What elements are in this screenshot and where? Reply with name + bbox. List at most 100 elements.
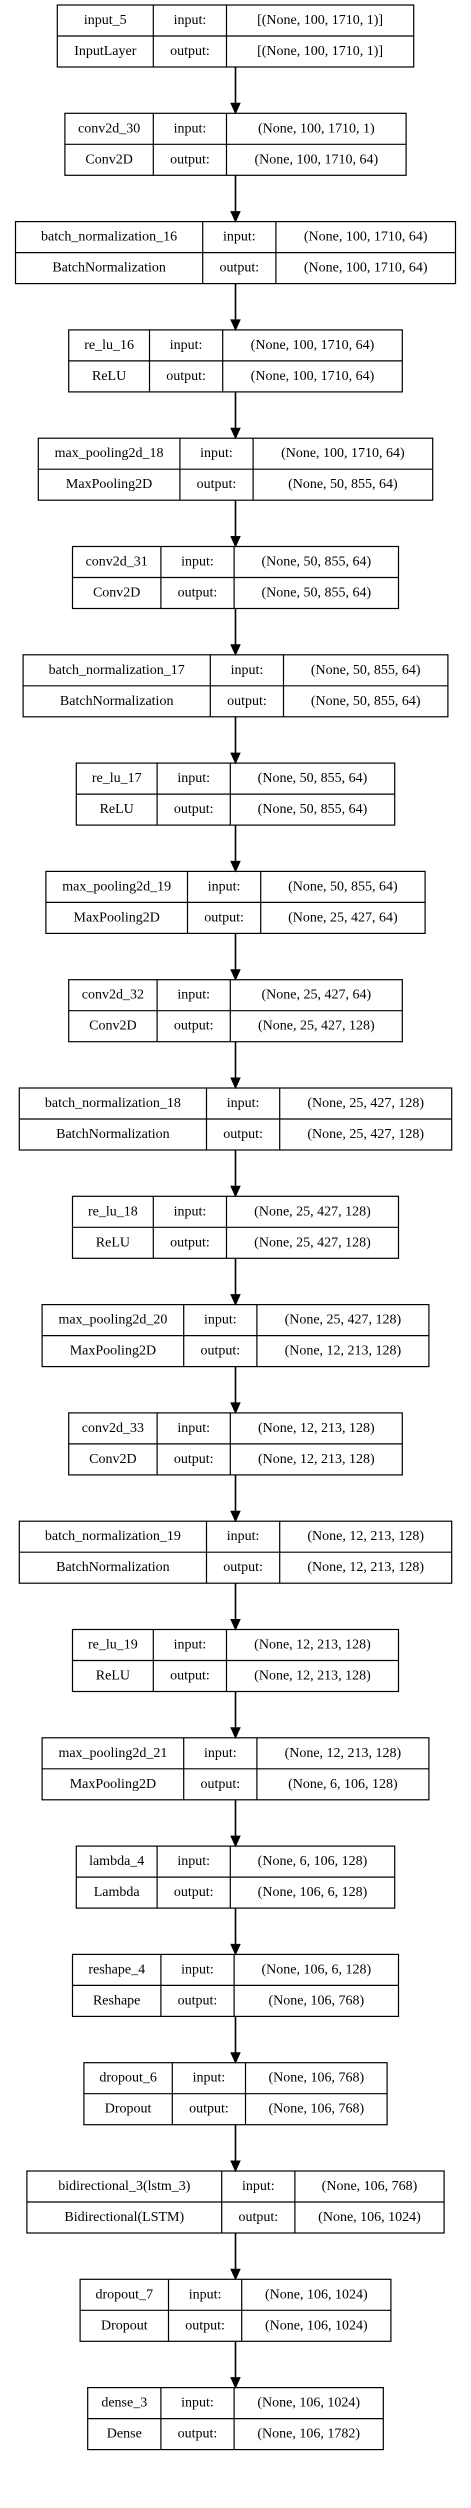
input-label: input:	[181, 1962, 214, 1977]
input-shape: (None, 6, 106, 128)	[258, 1854, 368, 1869]
layer-type: Bidirectional(LSTM)	[64, 2210, 184, 2225]
input-shape: (None, 25, 427, 128)	[285, 1313, 402, 1328]
arrowhead-icon	[230, 1619, 241, 1631]
output-label: output:	[174, 1019, 214, 1034]
layer-name: batch_normalization_17	[49, 663, 185, 678]
input-shape: (None, 50, 855, 64)	[288, 879, 398, 894]
arrowhead-icon	[230, 860, 241, 873]
input-shape: (None, 25, 427, 128)	[254, 1204, 371, 1219]
edge-arrow	[230, 1150, 241, 1198]
layer-type: ReLU	[96, 1235, 130, 1250]
output-shape: (None, 25, 427, 64)	[288, 910, 398, 925]
output-shape: (None, 12, 213, 128)	[258, 1452, 375, 1467]
layer-name: max_pooling2d_19	[62, 879, 171, 894]
arrowhead-icon	[230, 1077, 241, 1090]
input-label: input:	[189, 2287, 222, 2302]
input-label: input:	[181, 555, 214, 570]
output-shape: (None, 25, 427, 128)	[258, 1019, 375, 1034]
input-label: input:	[227, 1096, 260, 1111]
arrowhead-icon	[230, 2268, 241, 2281]
layer-name: batch_normalization_19	[45, 1529, 181, 1544]
arrowhead-icon	[230, 752, 241, 765]
edge-arrow	[230, 1583, 241, 1631]
edge-arrow	[230, 825, 241, 873]
layer-type: BatchNormalization	[60, 694, 174, 709]
input-label: input:	[174, 1638, 207, 1653]
output-shape: (None, 12, 213, 128)	[307, 1560, 424, 1575]
layer-node: batch_normalization_16BatchNormalization…	[14, 221, 457, 285]
edge-arrow	[230, 391, 241, 440]
input-label: input:	[227, 1529, 260, 1544]
input-shape: (None, 50, 855, 64)	[261, 555, 371, 570]
input-label: input:	[174, 121, 207, 136]
edge-arrow	[230, 1691, 241, 1740]
layer-name: conv2d_30	[78, 121, 140, 136]
output-label: output:	[189, 2102, 229, 2117]
output-shape: (None, 106, 768)	[268, 2102, 364, 2117]
edge-arrow	[230, 500, 241, 548]
output-shape: (None, 50, 855, 64)	[261, 586, 371, 601]
layer-type: Conv2D	[85, 152, 132, 167]
arrowhead-icon	[230, 1727, 241, 1740]
output-label: output:	[200, 1344, 240, 1359]
layer-type: ReLU	[100, 802, 134, 817]
layer-name: bidirectional_3(lstm_3)	[58, 2179, 191, 2194]
layer-name: conv2d_33	[82, 1421, 144, 1436]
input-shape: (None, 106, 1024)	[257, 2396, 360, 2411]
layer-type: Conv2D	[89, 1019, 136, 1034]
layer-node: max_pooling2d_18MaxPooling2Dinput:output…	[37, 437, 434, 501]
output-shape: (None, 100, 1710, 64)	[304, 261, 428, 276]
layer-name: max_pooling2d_18	[55, 446, 164, 461]
layer-name: dropout_7	[96, 2287, 154, 2302]
layer-node: batch_normalization_18BatchNormalization…	[18, 1087, 453, 1151]
input-shape: (None, 100, 1710, 1)	[258, 121, 375, 136]
edge-arrow	[230, 1474, 241, 1523]
layer-name: batch_normalization_16	[41, 230, 177, 245]
edge-arrow	[230, 2341, 241, 2389]
layer-type: Lambda	[94, 1885, 141, 1900]
output-label: output:	[219, 261, 259, 276]
output-label: output:	[178, 2427, 218, 2442]
input-shape: [(None, 100, 1710, 1)]	[257, 13, 383, 28]
input-label: input:	[200, 446, 233, 461]
layer-node: max_pooling2d_21MaxPooling2Dinput:output…	[41, 1737, 430, 1801]
arrowhead-icon	[230, 2377, 241, 2389]
output-shape: (None, 100, 1710, 64)	[251, 369, 375, 384]
layer-node: batch_normalization_17BatchNormalization…	[22, 654, 449, 718]
output-shape: (None, 25, 427, 128)	[307, 1127, 424, 1142]
edge-arrow	[230, 1258, 241, 1306]
input-shape: (None, 12, 213, 128)	[307, 1529, 424, 1544]
input-label: input:	[223, 230, 256, 245]
layer-node: max_pooling2d_19MaxPooling2Dinput:output…	[45, 870, 426, 935]
arrowhead-icon	[230, 1943, 241, 1956]
edge-arrow	[230, 933, 241, 981]
output-label: output:	[200, 1777, 240, 1792]
output-shape: (None, 50, 855, 64)	[311, 694, 421, 709]
edge-arrow	[230, 608, 241, 657]
output-shape: (None, 106, 1024)	[265, 2318, 368, 2333]
layer-name: dense_3	[101, 2396, 147, 2411]
layer-name: batch_normalization_18	[45, 1096, 181, 1111]
input-label: input:	[204, 1313, 237, 1328]
edge-arrow	[230, 1908, 241, 1956]
edge-arrow	[230, 2233, 241, 2281]
arrowhead-icon	[230, 2160, 241, 2173]
output-shape: (None, 50, 855, 64)	[288, 477, 398, 492]
output-shape: [(None, 100, 1710, 1)]	[257, 44, 383, 59]
output-label: output:	[174, 802, 214, 817]
output-shape: (None, 6, 106, 128)	[288, 1777, 398, 1792]
input-shape: (None, 25, 427, 128)	[307, 1096, 424, 1111]
output-label: output:	[166, 369, 206, 384]
input-label: input:	[177, 1421, 210, 1436]
arrowhead-icon	[230, 1402, 241, 1415]
input-label: input:	[208, 879, 241, 894]
